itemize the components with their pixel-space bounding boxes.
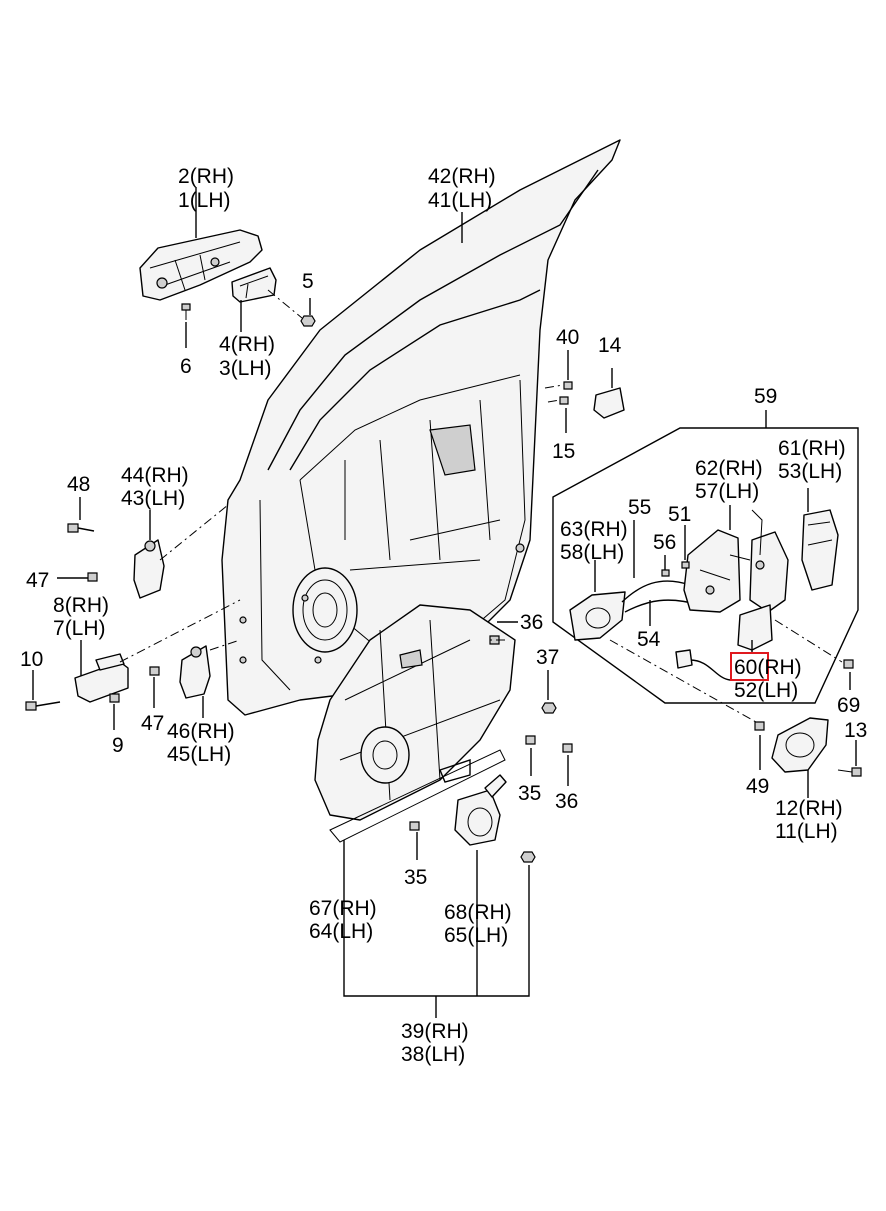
label-65-lh: 65(LH): [444, 924, 508, 947]
label-45-lh: 45(LH): [167, 743, 231, 766]
regulator-motor: [454, 774, 507, 846]
label-51: 51: [668, 503, 691, 526]
striker-14: [593, 387, 625, 419]
label-7-lh: 7(LH): [53, 617, 106, 640]
screw-15: [559, 396, 569, 405]
label-9: 9: [112, 734, 124, 757]
inside-handle-housing: [569, 591, 626, 641]
label-57-lh: 57(LH): [695, 480, 759, 503]
screw-69: [843, 659, 854, 669]
label-38-lh: 38(LH): [401, 1043, 465, 1066]
nut-5: [300, 315, 316, 327]
upper-hinge: [133, 539, 165, 599]
inside-handle-12: [771, 717, 829, 773]
label-15: 15: [552, 440, 575, 463]
lower-hinge: [179, 645, 211, 699]
label-58-lh: 58(LH): [560, 541, 624, 564]
bolt-47a: [87, 572, 98, 582]
label-47b: 47: [141, 712, 164, 735]
label-52-lh: 52(LH): [734, 679, 798, 702]
screw-49: [754, 721, 765, 731]
label-61-rh: 61(RH): [778, 437, 846, 460]
label-10: 10: [20, 648, 43, 671]
label-44-rh: 44(RH): [121, 464, 189, 487]
label-64-lh: 64(LH): [309, 920, 373, 943]
label-1-lh: 1(LH): [178, 189, 231, 212]
label-47a: 47: [26, 569, 49, 592]
label-59: 59: [754, 385, 777, 408]
label-60-rh: 60(RH): [734, 656, 802, 679]
label-8-rh: 8(RH): [53, 594, 109, 617]
label-67-rh: 67(RH): [309, 897, 377, 920]
label-42-rh: 42(RH): [428, 165, 496, 188]
latch-cover-61: [801, 509, 839, 591]
label-36a: 36: [520, 611, 543, 634]
label-69: 69: [837, 694, 860, 717]
front-door-panel: [221, 139, 621, 716]
bolt-47b: [149, 666, 160, 676]
label-63-rh: 63(RH): [560, 518, 628, 541]
label-12-rh: 12(RH): [775, 797, 843, 820]
label-36b: 36: [555, 790, 578, 813]
actuator-connector-60: [675, 649, 745, 681]
label-41-lh: 41(LH): [428, 189, 492, 212]
label-13: 13: [844, 719, 867, 742]
label-2-rh: 2(RH): [178, 165, 234, 188]
bolt-48: [67, 523, 95, 533]
screw-6: [181, 303, 191, 320]
label-53-lh: 53(LH): [778, 460, 842, 483]
label-35b: 35: [404, 866, 427, 889]
label-68-rh: 68(RH): [444, 901, 512, 924]
label-14: 14: [598, 334, 622, 357]
door-latch-module: [683, 509, 789, 651]
screw-13: [837, 767, 862, 777]
label-56: 56: [653, 531, 676, 554]
label-43-lh: 43(LH): [121, 487, 185, 510]
bolt-10: [25, 701, 61, 711]
screw-40: [563, 381, 573, 390]
door-checker: [74, 653, 129, 703]
label-3-lh: 3(LH): [219, 357, 272, 380]
label-6: 6: [180, 355, 192, 378]
label-40: 40: [556, 326, 579, 349]
label-39-rh: 39(RH): [401, 1020, 469, 1043]
label-35a: 35: [518, 782, 541, 805]
highlight-box-60: [730, 652, 769, 681]
label-48: 48: [67, 473, 90, 496]
screws-regulator: [409, 635, 573, 863]
label-54: 54: [637, 628, 661, 651]
handle-bracket: [231, 267, 277, 303]
label-11-lh: 11(LH): [775, 820, 838, 843]
window-regulator: [314, 604, 516, 843]
label-46-rh: 46(RH): [167, 720, 235, 743]
label-4-rh: 4(RH): [219, 333, 275, 356]
label-62-rh: 62(RH): [695, 457, 763, 480]
outside-door-handle: [139, 229, 263, 301]
label-49: 49: [746, 775, 769, 798]
bolt-9: [109, 693, 120, 703]
label-5: 5: [302, 270, 314, 293]
label-55: 55: [628, 496, 651, 519]
label-37: 37: [536, 646, 559, 669]
lock-group-box: [552, 427, 859, 704]
callout-labels: 2(RH) 1(LH) 5 6 4(RH) 3(LH) 42(RH) 41(LH…: [20, 165, 867, 1066]
